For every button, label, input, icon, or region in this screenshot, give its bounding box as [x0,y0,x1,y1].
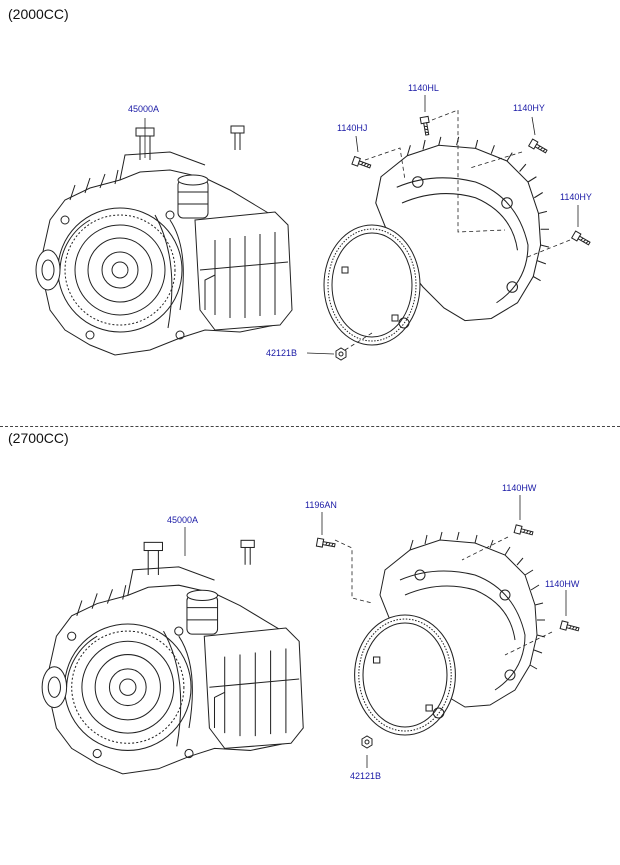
bolt-1140hy-right-icon [571,230,592,248]
label-1140hj: 1140HJ [337,123,367,133]
label-1140hl: 1140HL [408,83,439,93]
nut-42121b-icon [335,347,347,361]
label-1140hy-top: 1140HY [513,103,545,113]
flywheel-2000cc [323,224,421,346]
label-1140hw-top: 1140HW [502,483,537,493]
bolt-1140hw-top-icon [513,524,535,538]
label-45000a-2700cc: 45000A [167,515,198,525]
nut-42121b-2700cc-icon [361,735,373,749]
label-42121b-2700cc: 42121B [350,771,381,781]
label-1140hw-right: 1140HW [545,579,580,589]
section-label-2000cc: (2000CC) [8,6,69,22]
section-divider [0,426,620,427]
label-1140hy-right: 1140HY [560,192,592,202]
section-label-2700cc: (2700CC) [8,430,69,446]
transmission-assembly-2000cc [35,125,293,356]
bolt-1140hy-top-icon [528,138,549,156]
label-42121b-2000cc: 42121B [266,348,297,358]
bolt-1140hl-icon [419,115,432,136]
label-1196an: 1196AN [305,500,337,510]
bolt-1140hw-right-icon [559,620,581,634]
flywheel-2700cc [354,614,456,736]
label-45000a-2000cc: 45000A [128,104,159,114]
bolt-1196an-icon [315,537,336,550]
transmission-assembly-2700cc [41,539,304,775]
